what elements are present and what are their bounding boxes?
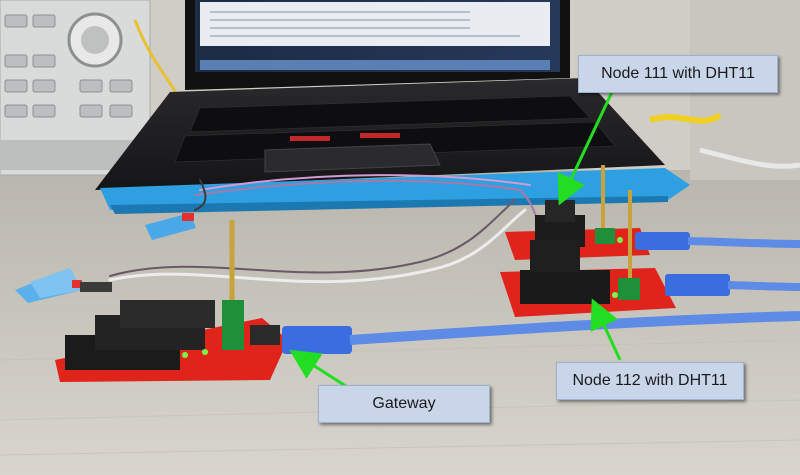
arrow-node-111 [557,91,614,206]
dht11-sensor-upper [145,213,196,240]
wires [108,174,541,284]
laptop [95,0,690,214]
oscilloscope [0,0,151,176]
callout-node-112: Node 112 with DHT11 [556,362,744,400]
callout-gateway: Gateway [318,385,490,423]
usb-cables [282,232,800,354]
dht11-sensor-lower [15,268,112,303]
gateway-board [55,220,288,382]
arrow-node-112 [590,298,622,361]
node-112-board [500,215,676,317]
callout-node-111: Node 111 with DHT11 [578,55,778,93]
